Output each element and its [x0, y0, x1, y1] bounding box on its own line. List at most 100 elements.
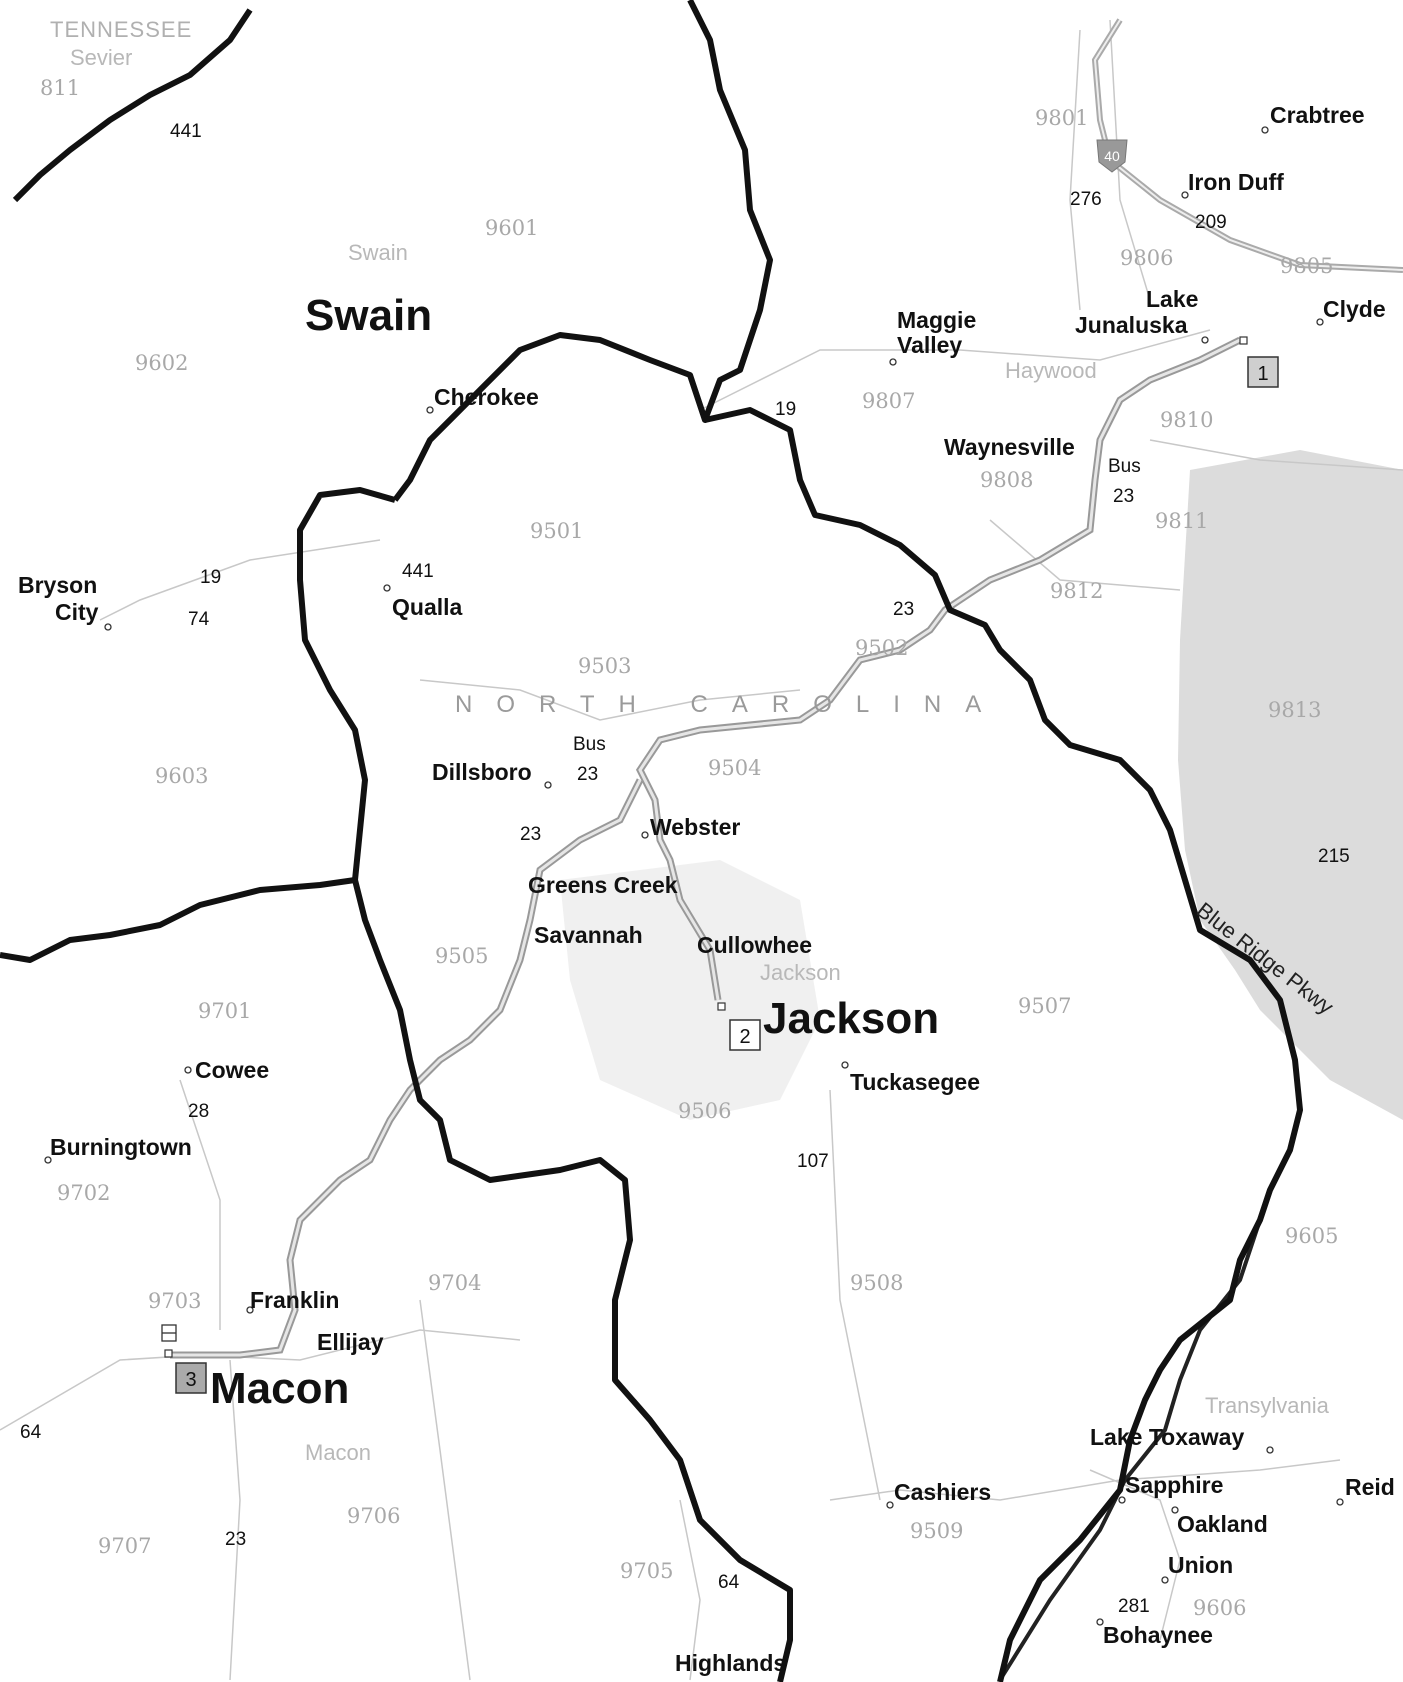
- town-dot-oakland: [1171, 1506, 1179, 1514]
- tract-label: 9810: [1160, 408, 1213, 432]
- tract-label: 9502: [855, 636, 908, 660]
- county-label-sevier: Sevier: [70, 45, 132, 70]
- tract-label: 9605: [1285, 1224, 1338, 1248]
- location-square-icon: [1239, 336, 1248, 345]
- route-label: 276: [1070, 189, 1102, 210]
- marker-1[interactable]: 1: [1247, 356, 1279, 388]
- town-dot-qualla: [383, 584, 391, 592]
- tract-label: 9508: [850, 1271, 903, 1295]
- minor-roads: [0, 19, 1403, 1681]
- town-label-union: Union: [1168, 1552, 1233, 1578]
- tract-label: 9813: [1268, 698, 1321, 722]
- tract-label: 9507: [1018, 994, 1071, 1018]
- tract-label: 9801: [1035, 106, 1088, 130]
- town-label-lake-toxaway: Lake Toxaway: [1090, 1424, 1244, 1450]
- town-dot-cashiers: [886, 1501, 894, 1509]
- town-label-clyde: Clyde: [1323, 296, 1386, 322]
- route-label: 23: [893, 599, 914, 620]
- route-label: 23: [577, 764, 598, 785]
- town-label-sapphire: Sapphire: [1125, 1472, 1223, 1498]
- town-label-cashiers: Cashiers: [894, 1479, 991, 1505]
- county-label-transylvania: Transylvania: [1205, 1393, 1330, 1418]
- boundary-swain-north: [12, 8, 253, 203]
- route-label: 441: [170, 121, 202, 142]
- route-label: 64: [20, 1422, 42, 1443]
- tract-label: 9812: [1050, 579, 1103, 603]
- tract-label: 9602: [135, 351, 188, 375]
- location-square-icon: [717, 1002, 726, 1011]
- marker-2-label: 2: [739, 1026, 750, 1048]
- town-label-lake: Lake: [1146, 286, 1198, 312]
- town-dot-union: [1161, 1576, 1169, 1584]
- town-dot-sapphire: [1118, 1496, 1126, 1504]
- town-dot-iron-duff: [1181, 191, 1189, 199]
- town-dot-reid: [1336, 1498, 1344, 1506]
- marker-2[interactable]: 2: [729, 1019, 761, 1051]
- tract-label: 9601: [485, 216, 538, 240]
- route-label: 64: [718, 1572, 740, 1593]
- tract-label: 9606: [1193, 1596, 1246, 1620]
- town-label-reid: Reid: [1345, 1474, 1395, 1500]
- tract-label: 9706: [347, 1504, 400, 1528]
- tract-label: 9705: [620, 1559, 673, 1583]
- state-label-north-carolina: NORTH CAROLINA: [455, 691, 1005, 718]
- tract-label: 9504: [708, 756, 761, 780]
- town-dot-burningtown: [44, 1156, 52, 1164]
- county-label-macon: Macon: [210, 1364, 349, 1413]
- tract-label: 9805: [1280, 254, 1333, 278]
- town-label-maggie: Maggie: [897, 307, 976, 333]
- shaded-area-jackson: [560, 860, 820, 1120]
- boundary-swain-macon: [0, 877, 356, 963]
- town-label-valley: Valley: [897, 332, 962, 358]
- route-label: Bus: [1108, 456, 1141, 477]
- boundary-swain-jackson-west: [297, 487, 793, 1682]
- tract-label: 9505: [435, 944, 488, 968]
- route-label: 209: [1195, 212, 1227, 233]
- town-dot-junaluska: [1201, 336, 1209, 344]
- tract-label: 9703: [148, 1289, 201, 1313]
- tract-label: 9701: [198, 999, 251, 1023]
- marker-3[interactable]: 3: [175, 1362, 207, 1394]
- town-label-bryson: Bryson: [18, 572, 97, 598]
- town-dot-webster: [641, 831, 649, 839]
- town-label-cowee: Cowee: [195, 1057, 269, 1083]
- town-label-bohaynee: Bohaynee: [1103, 1622, 1213, 1648]
- town-label-waynesville: Waynesville: [944, 434, 1075, 460]
- shaded-forest-area: [1178, 450, 1403, 1120]
- route-label: Bus: [573, 734, 606, 755]
- state-label-tennessee: TENNESSEE: [50, 17, 192, 42]
- route-label: 441: [402, 561, 434, 582]
- tract-label: 9603: [155, 764, 208, 788]
- town-label-burningtown: Burningtown: [50, 1134, 192, 1160]
- boundary-jackson-haywood: [704, 407, 1303, 1682]
- town-dot-bohaynee: [1096, 1618, 1104, 1626]
- boundary-swain-haywood: [392, 0, 773, 502]
- town-label-oakland: Oakland: [1177, 1511, 1268, 1537]
- tract-label: 9501: [530, 519, 583, 543]
- town-dot-franklin: [246, 1306, 254, 1314]
- town-label-qualla: Qualla: [392, 594, 463, 620]
- marker-1-label: 1: [1257, 363, 1268, 385]
- town-dot-bryson-city: [104, 623, 112, 631]
- tract-label: 9707: [98, 1534, 151, 1558]
- town-dot-tuckasegee: [841, 1061, 849, 1069]
- town-label-cherokee: Cherokee: [434, 384, 539, 410]
- town-label-city: City: [55, 599, 99, 625]
- building-icon: [161, 1324, 177, 1342]
- town-label-iron-duff: Iron Duff: [1188, 169, 1284, 195]
- tract-label: 9811: [1155, 509, 1208, 533]
- town-label-greens-creek: Greens Creek: [528, 872, 678, 898]
- town-dot-crabtree: [1261, 126, 1269, 134]
- town-dot-cowee: [184, 1066, 192, 1074]
- town-label-highlands: Highlands: [675, 1650, 786, 1676]
- tract-label: 9506: [678, 1099, 731, 1123]
- tract-label: 9808: [980, 468, 1033, 492]
- tract-label: 9704: [428, 1271, 481, 1295]
- town-dot-dillsboro: [544, 781, 552, 789]
- route-label: 23: [520, 824, 541, 845]
- route-label: 74: [188, 609, 210, 630]
- town-dot-cherokee: [426, 406, 434, 414]
- interstate-number: 40: [1104, 148, 1120, 164]
